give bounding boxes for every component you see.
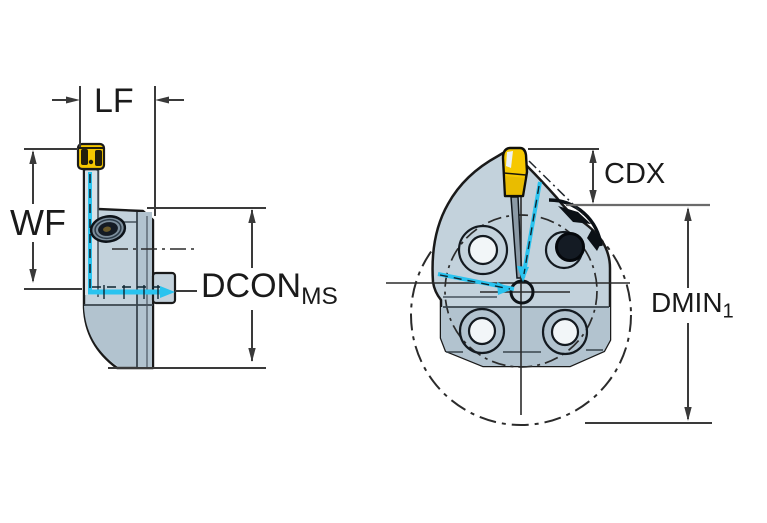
- clamp-screw-side: [89, 215, 127, 243]
- dcon-arrow-up: [248, 209, 256, 223]
- insert-side: [76, 142, 106, 171]
- lf-dimension: [52, 86, 184, 216]
- dmin-arrow-down: [684, 407, 692, 421]
- dcon-subscript: MS: [301, 282, 338, 310]
- center-circle: [509, 279, 535, 305]
- clamp-screw-front: [555, 232, 585, 262]
- dmin-base-text: DMIN: [651, 287, 723, 318]
- min-bore-circle: [410, 204, 632, 426]
- cdx-arrow-up: [589, 149, 597, 163]
- bolt-holes: [457, 224, 589, 356]
- coolant-hidden-lines-front: [439, 185, 540, 290]
- coolant-arrow-diagonal: [517, 266, 529, 282]
- left-view-side: [24, 86, 266, 370]
- cdx-label: CDX: [604, 158, 666, 190]
- body-lower-shade: [84, 306, 152, 366]
- dcon-arrow-down: [248, 348, 256, 362]
- insert-axis-centerline: [528, 160, 586, 217]
- right-view-front: [386, 146, 712, 426]
- dcon-base-text: DCON: [201, 267, 302, 305]
- insert-highlight: [506, 151, 513, 168]
- dmin1-label: DMIN1: [648, 288, 737, 323]
- insert-front: [501, 146, 529, 198]
- wf-arrow-down: [29, 269, 37, 283]
- dcon-ms-label: DCONMS: [198, 267, 341, 311]
- clamp-area: [548, 198, 603, 262]
- front-band-lines: [446, 349, 603, 353]
- lf-arrow-right: [66, 96, 80, 104]
- coolant-arrow-left: [497, 282, 513, 295]
- cdx-arrow-down: [589, 190, 597, 204]
- wf-arrow-up: [29, 150, 37, 164]
- dmin-arrow-up: [684, 207, 692, 221]
- dmin-subscript: 1: [722, 300, 734, 323]
- lf-label: LF: [94, 82, 134, 120]
- coolant-tick-marks: [103, 285, 159, 299]
- coolant-flow-arrow: [160, 286, 175, 298]
- wf-label: WF: [7, 204, 69, 242]
- lf-arrow-left: [155, 96, 169, 104]
